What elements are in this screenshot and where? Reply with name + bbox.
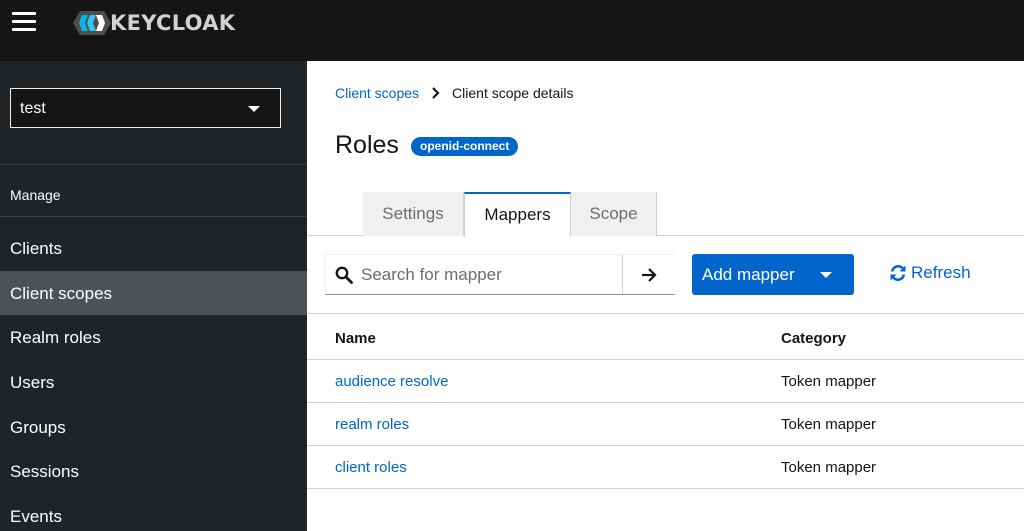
search-icon xyxy=(335,266,353,284)
sidebar-item-label: Groups xyxy=(10,418,66,437)
sidebar-divider xyxy=(0,164,307,165)
table-header: Name Category xyxy=(307,313,1024,360)
keycloak-logo[interactable]: KEYCLOAK xyxy=(72,9,235,37)
sidebar-item-clients[interactable]: Clients xyxy=(0,226,307,270)
tab-mappers[interactable]: Mappers xyxy=(464,192,571,237)
tabs: Settings Mappers Scope xyxy=(307,192,1024,237)
page-title: Roles xyxy=(335,131,399,159)
column-header-category[interactable]: Category xyxy=(781,330,847,347)
table-row: client roles Token mapper xyxy=(307,446,1024,489)
hamburger-icon[interactable] xyxy=(12,11,36,33)
refresh-icon xyxy=(890,265,906,281)
table-row: audience resolve Token mapper xyxy=(307,360,1024,403)
nav-group-manage: Manage xyxy=(10,187,61,203)
table-row: realm roles Token mapper xyxy=(307,403,1024,446)
realm-selector-value: test xyxy=(20,100,46,117)
sidebar-item-groups[interactable]: Groups xyxy=(0,405,307,449)
refresh-button[interactable]: Refresh xyxy=(889,263,971,283)
sidebar-item-label: Sessions xyxy=(10,462,79,481)
sidebar-item-client-scopes[interactable]: Client scopes xyxy=(0,271,307,315)
add-mapper-label: Add mapper xyxy=(702,265,795,284)
mapper-category: Token mapper xyxy=(781,416,877,433)
tab-settings[interactable]: Settings xyxy=(363,192,464,236)
arrow-right-icon xyxy=(642,268,657,282)
sidebar-item-label: Clients xyxy=(10,239,62,258)
search-box xyxy=(325,254,675,295)
sidebar-item-label: Client scopes xyxy=(10,284,113,303)
breadcrumb: Client scopes Client scope details xyxy=(335,85,573,101)
sidebar: test Manage Clients Client scopes Realm … xyxy=(0,61,307,531)
search-input[interactable] xyxy=(361,255,620,294)
mapper-category: Token mapper xyxy=(781,459,877,476)
search-submit-button[interactable] xyxy=(622,255,675,294)
masthead: KEYCLOAK xyxy=(0,0,1024,61)
column-header-name[interactable]: Name xyxy=(335,330,376,347)
sidebar-item-label: Users xyxy=(10,373,55,392)
breadcrumb-client-scopes-link[interactable]: Client scopes xyxy=(335,85,420,101)
sidebar-item-events[interactable]: Events xyxy=(0,494,307,531)
mapper-name-link[interactable]: realm roles xyxy=(335,416,410,433)
main-content: Client scopes Client scope details Roles… xyxy=(307,61,1024,531)
sidebar-item-label: Events xyxy=(10,507,62,526)
chevron-right-icon xyxy=(432,87,440,99)
add-mapper-button[interactable]: Add mapper xyxy=(692,254,854,295)
realm-selector[interactable]: test xyxy=(10,88,281,128)
sidebar-item-realm-roles[interactable]: Realm roles xyxy=(0,315,307,359)
breadcrumb-current: Client scope details xyxy=(452,85,574,101)
sidebar-item-sessions[interactable]: Sessions xyxy=(0,449,307,493)
protocol-badge: openid-connect xyxy=(411,137,519,156)
sidebar-divider xyxy=(0,216,307,217)
caret-down-icon xyxy=(820,272,832,278)
sidebar-item-label: Realm roles xyxy=(10,328,101,347)
caret-down-icon xyxy=(248,106,260,112)
keycloak-logo-icon xyxy=(73,11,111,35)
mapper-category: Token mapper xyxy=(781,373,877,390)
mapper-name-link[interactable]: audience resolve xyxy=(335,373,449,390)
sidebar-item-users[interactable]: Users xyxy=(0,360,307,404)
tab-scope[interactable]: Scope xyxy=(571,192,657,236)
refresh-label: Refresh xyxy=(911,263,971,282)
brand-name: KEYCLOAK xyxy=(110,11,236,35)
mapper-name-link[interactable]: client roles xyxy=(335,459,407,476)
